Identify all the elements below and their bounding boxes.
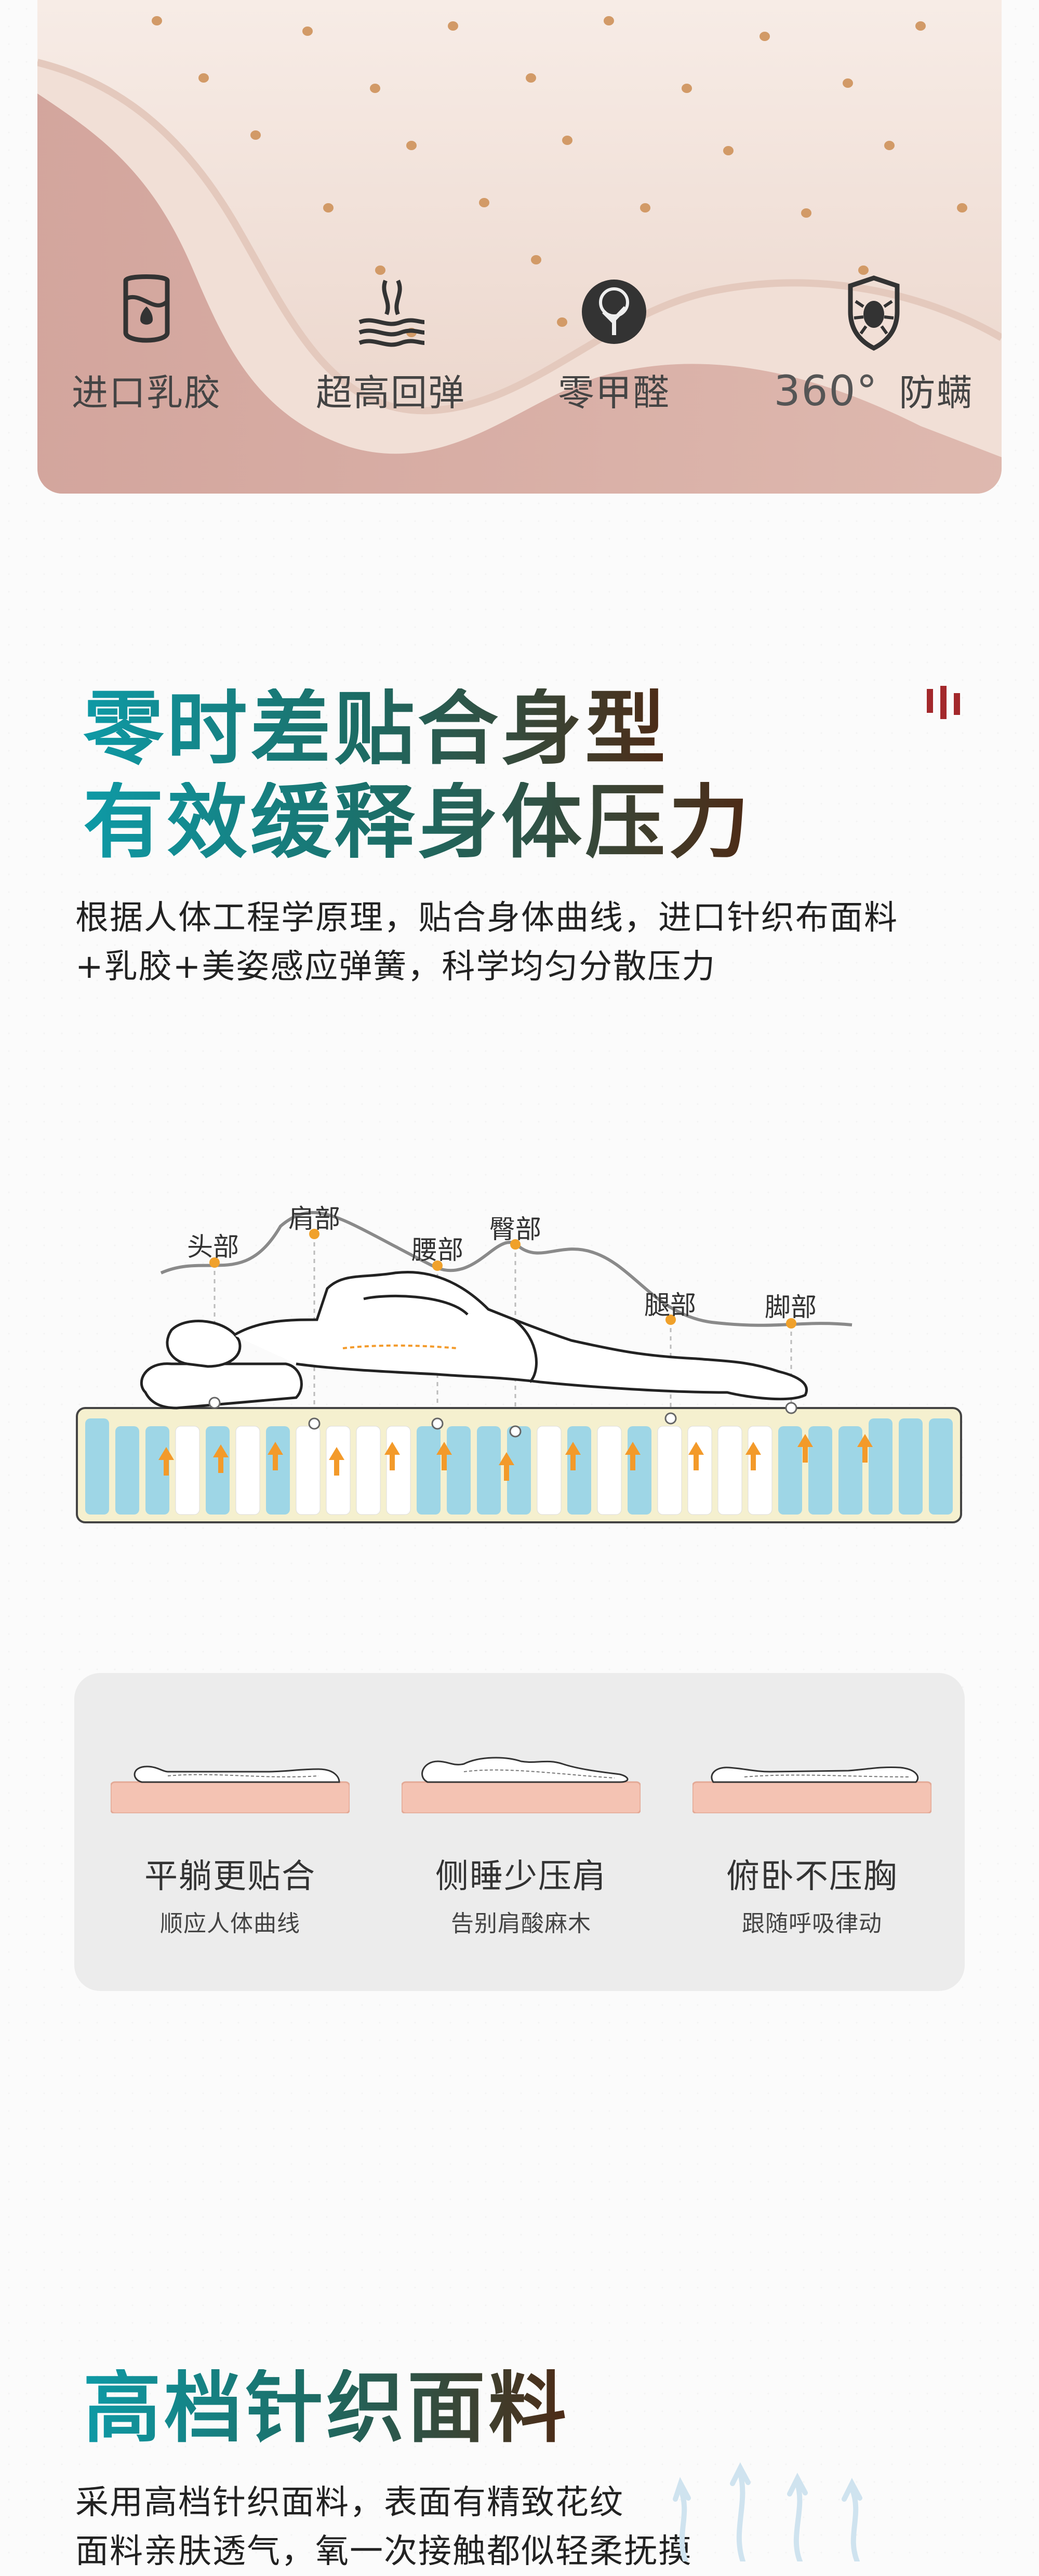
posture-subtitle: 顺应人体曲线 xyxy=(160,1910,300,1937)
tree-leaf-icon xyxy=(578,270,650,353)
latex-drop-icon xyxy=(110,270,183,353)
posture-title: 平躺更贴合 xyxy=(144,1857,316,1896)
hero-banner: 进口乳胶 超高回弹 零甲醛 xyxy=(37,0,1002,494)
posture-prone: 俯卧不压胸 跟随呼吸律动 xyxy=(692,1751,931,1938)
latex-wave-illustration xyxy=(37,0,1002,494)
feature-label: 超高回弹 xyxy=(316,371,465,414)
feature-anti-mite: 360° 防螨 xyxy=(754,270,993,416)
side-figure-icon xyxy=(402,1757,641,1813)
headline-fit-body: 零时差贴合身型 xyxy=(83,682,669,776)
feature-label-number: 360° xyxy=(774,367,878,415)
label-head: 头部 xyxy=(187,1232,239,1262)
section2-description-line2: 面料亲肤透气，氧一次接触都似轻柔抚摸 xyxy=(75,2532,692,2571)
feature-label: 零甲醛 xyxy=(558,371,670,414)
mattress-body-illustration xyxy=(76,1211,962,1523)
posture-side: 侧睡少压肩 告别肩酸麻木 xyxy=(402,1751,641,1938)
prone-figure-icon xyxy=(692,1767,931,1813)
sleep-posture-card: 平躺更贴合 顺应人体曲线 侧睡少压肩 告别肩酸麻木 俯卧不压胸 跟随呼吸律动 xyxy=(74,1673,965,1991)
posture-subtitle: 跟随呼吸律动 xyxy=(742,1910,882,1937)
headline-knit-fabric: 高档针织面料 xyxy=(83,2363,570,2453)
feature-zero-formaldehyde: 零甲醛 xyxy=(510,270,718,416)
label-waist: 腰部 xyxy=(411,1235,463,1265)
posture-title: 侧睡少压肩 xyxy=(435,1857,607,1896)
posture-title: 俯卧不压胸 xyxy=(726,1857,898,1896)
feature-label-text: 防螨 xyxy=(899,371,974,414)
posture-supine: 平躺更贴合 顺应人体曲线 xyxy=(111,1751,350,1938)
decorative-bars-icon xyxy=(927,686,960,719)
label-leg: 腿部 xyxy=(644,1290,696,1320)
section1-description-line2: +乳胶+美姿感应弹簧，科学均匀分散压力 xyxy=(75,948,716,986)
breathable-airflow-icon xyxy=(673,2462,862,2561)
label-shoulder: 肩部 xyxy=(288,1204,340,1234)
feature-high-rebound: 超高回弹 xyxy=(287,270,495,416)
feature-label: 进口乳胶 xyxy=(72,371,221,414)
feature-label: 360° 防螨 xyxy=(754,364,993,416)
feature-imported-latex: 进口乳胶 xyxy=(43,270,250,416)
mite-shield-icon xyxy=(837,270,910,353)
label-hip: 臀部 xyxy=(489,1214,541,1244)
label-foot: 脚部 xyxy=(765,1292,817,1322)
posture-subtitle: 告别肩酸麻木 xyxy=(451,1910,591,1937)
body-pressure-diagram: 头部 肩部 腰部 臀部 腿部 脚部 xyxy=(73,1164,966,1540)
rebound-spring-icon xyxy=(354,270,427,353)
section2-description-line1: 采用高档针织面料，表面有精致花纹 xyxy=(75,2484,624,2522)
section1-description-line1: 根据人体工程学原理，贴合身体曲线，进口针织布面料 xyxy=(75,899,898,937)
supine-figure-icon xyxy=(111,1765,350,1813)
headline-relieve-pressure: 有效缓释身体压力 xyxy=(83,775,752,869)
